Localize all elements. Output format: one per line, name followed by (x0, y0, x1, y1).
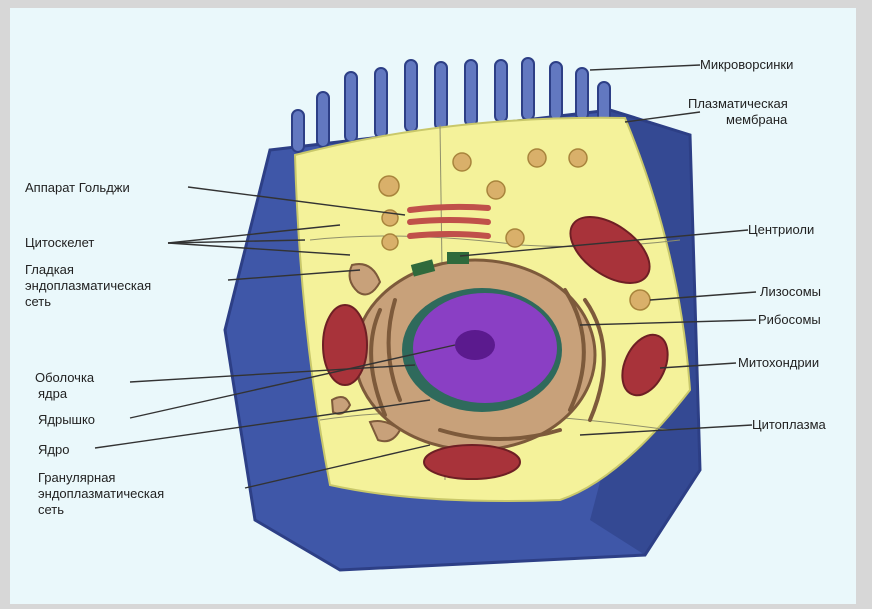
label-rough-er-3: сеть (38, 502, 64, 517)
label-smooth-er-2: эндоплазматическая (25, 278, 151, 293)
label-nucleolus: Ядрышко (38, 412, 95, 427)
label-rough-er-1: Гранулярная (38, 470, 115, 485)
label-mitochondria: Митохондрии (738, 355, 819, 370)
label-cytoplasm: Цитоплазма (752, 417, 827, 432)
label-nucleus: Ядро (38, 442, 69, 457)
nucleolus (455, 330, 495, 360)
label-nuclear-envelope-2: ядра (38, 386, 68, 401)
centriole (447, 252, 469, 264)
label-cytoskeleton: Цитоскелет (25, 235, 94, 250)
label-lysosomes: Лизосомы (760, 284, 821, 299)
label-nuclear-envelope-1: Оболочка (35, 370, 95, 385)
label-rough-er-2: эндоплазматическая (38, 486, 164, 501)
label-microvilli: Микроворсинки (700, 57, 793, 72)
label-plasma-membrane-2: мембрана (726, 112, 788, 127)
label-ribosomes: Рибосомы (758, 312, 821, 327)
label-smooth-er-3: сеть (25, 294, 51, 309)
label-golgi: Аппарат Гольджи (25, 180, 130, 195)
label-smooth-er-1: Гладкая (25, 262, 74, 277)
label-centrioles: Центриоли (748, 222, 814, 237)
label-plasma-membrane-1: Плазматическая (688, 96, 788, 111)
